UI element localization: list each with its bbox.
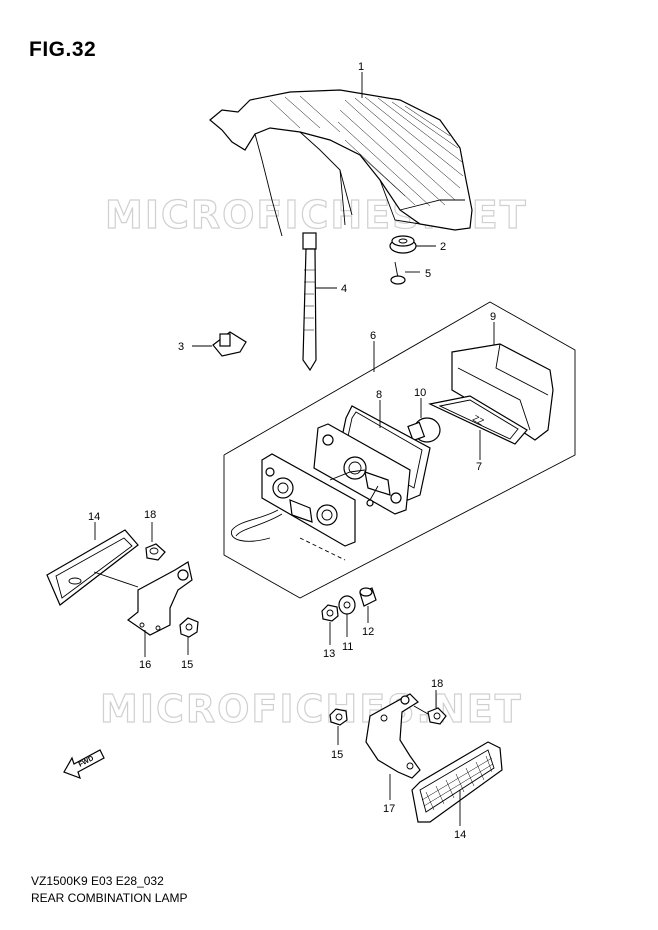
part-4-cable-tie — [302, 232, 317, 372]
part-13-nut — [321, 604, 339, 622]
callout-11: 11 — [342, 641, 353, 653]
callout-9: 9 — [490, 311, 496, 323]
callout-10: 10 — [414, 387, 426, 399]
part-lamp-base-plate — [231, 453, 366, 547]
part-12-collar — [359, 587, 377, 607]
part-socket-plate — [313, 423, 411, 515]
part-1-lamp-housing — [209, 89, 473, 237]
part-15-nut-left — [179, 617, 199, 638]
model-code: VZ1500K9 E03 E28_032 — [31, 874, 164, 888]
callout-8: 8 — [376, 389, 382, 401]
part-10-bulb — [407, 417, 441, 443]
figure-title: FIG.32 — [29, 38, 97, 61]
fwd-arrow-icon: FWD — [63, 749, 105, 780]
callout-4: 4 — [341, 283, 347, 295]
callout-14-right: 14 — [454, 829, 466, 841]
callout-2: 2 — [440, 241, 446, 253]
part-14-reflector-right — [411, 741, 503, 823]
part-11-washer — [338, 595, 356, 615]
callout-15-left: 15 — [181, 659, 193, 671]
svg-text:ZZ: ZZ — [471, 413, 486, 427]
part-3-clip — [212, 331, 247, 357]
callout-7: 7 — [476, 461, 482, 473]
part-18-bolt-left — [145, 543, 166, 561]
assembly-line — [299, 537, 346, 561]
callout-18-right: 18 — [431, 678, 443, 690]
callout-5: 5 — [425, 268, 431, 280]
part-16-bracket — [93, 561, 193, 636]
part-15-nut-right — [329, 708, 348, 726]
callout-14-left: 14 — [88, 511, 100, 523]
callout-18-left: 18 — [144, 509, 156, 521]
callout-1: 1 — [358, 61, 364, 73]
part-14-reflector-left — [46, 529, 139, 606]
callout-13: 13 — [323, 648, 335, 660]
callout-15-right: 15 — [331, 749, 343, 761]
part-7-gasket: ZZ — [428, 395, 528, 445]
part-17-bracket — [365, 693, 421, 779]
part-2-grommet — [389, 235, 417, 254]
assembly-6-boundary — [223, 301, 576, 599]
callout-16: 16 — [139, 659, 151, 671]
callout-12: 12 — [362, 626, 374, 638]
callout-6: 6 — [370, 330, 376, 342]
part-5-screw — [390, 261, 406, 285]
watermark-bottom: MICROFICHES.NET — [100, 687, 523, 731]
part-18-bolt-right — [413, 705, 447, 725]
callout-17: 17 — [383, 803, 395, 815]
section-name: REAR COMBINATION LAMP — [31, 891, 188, 905]
callout-3: 3 — [178, 341, 184, 353]
